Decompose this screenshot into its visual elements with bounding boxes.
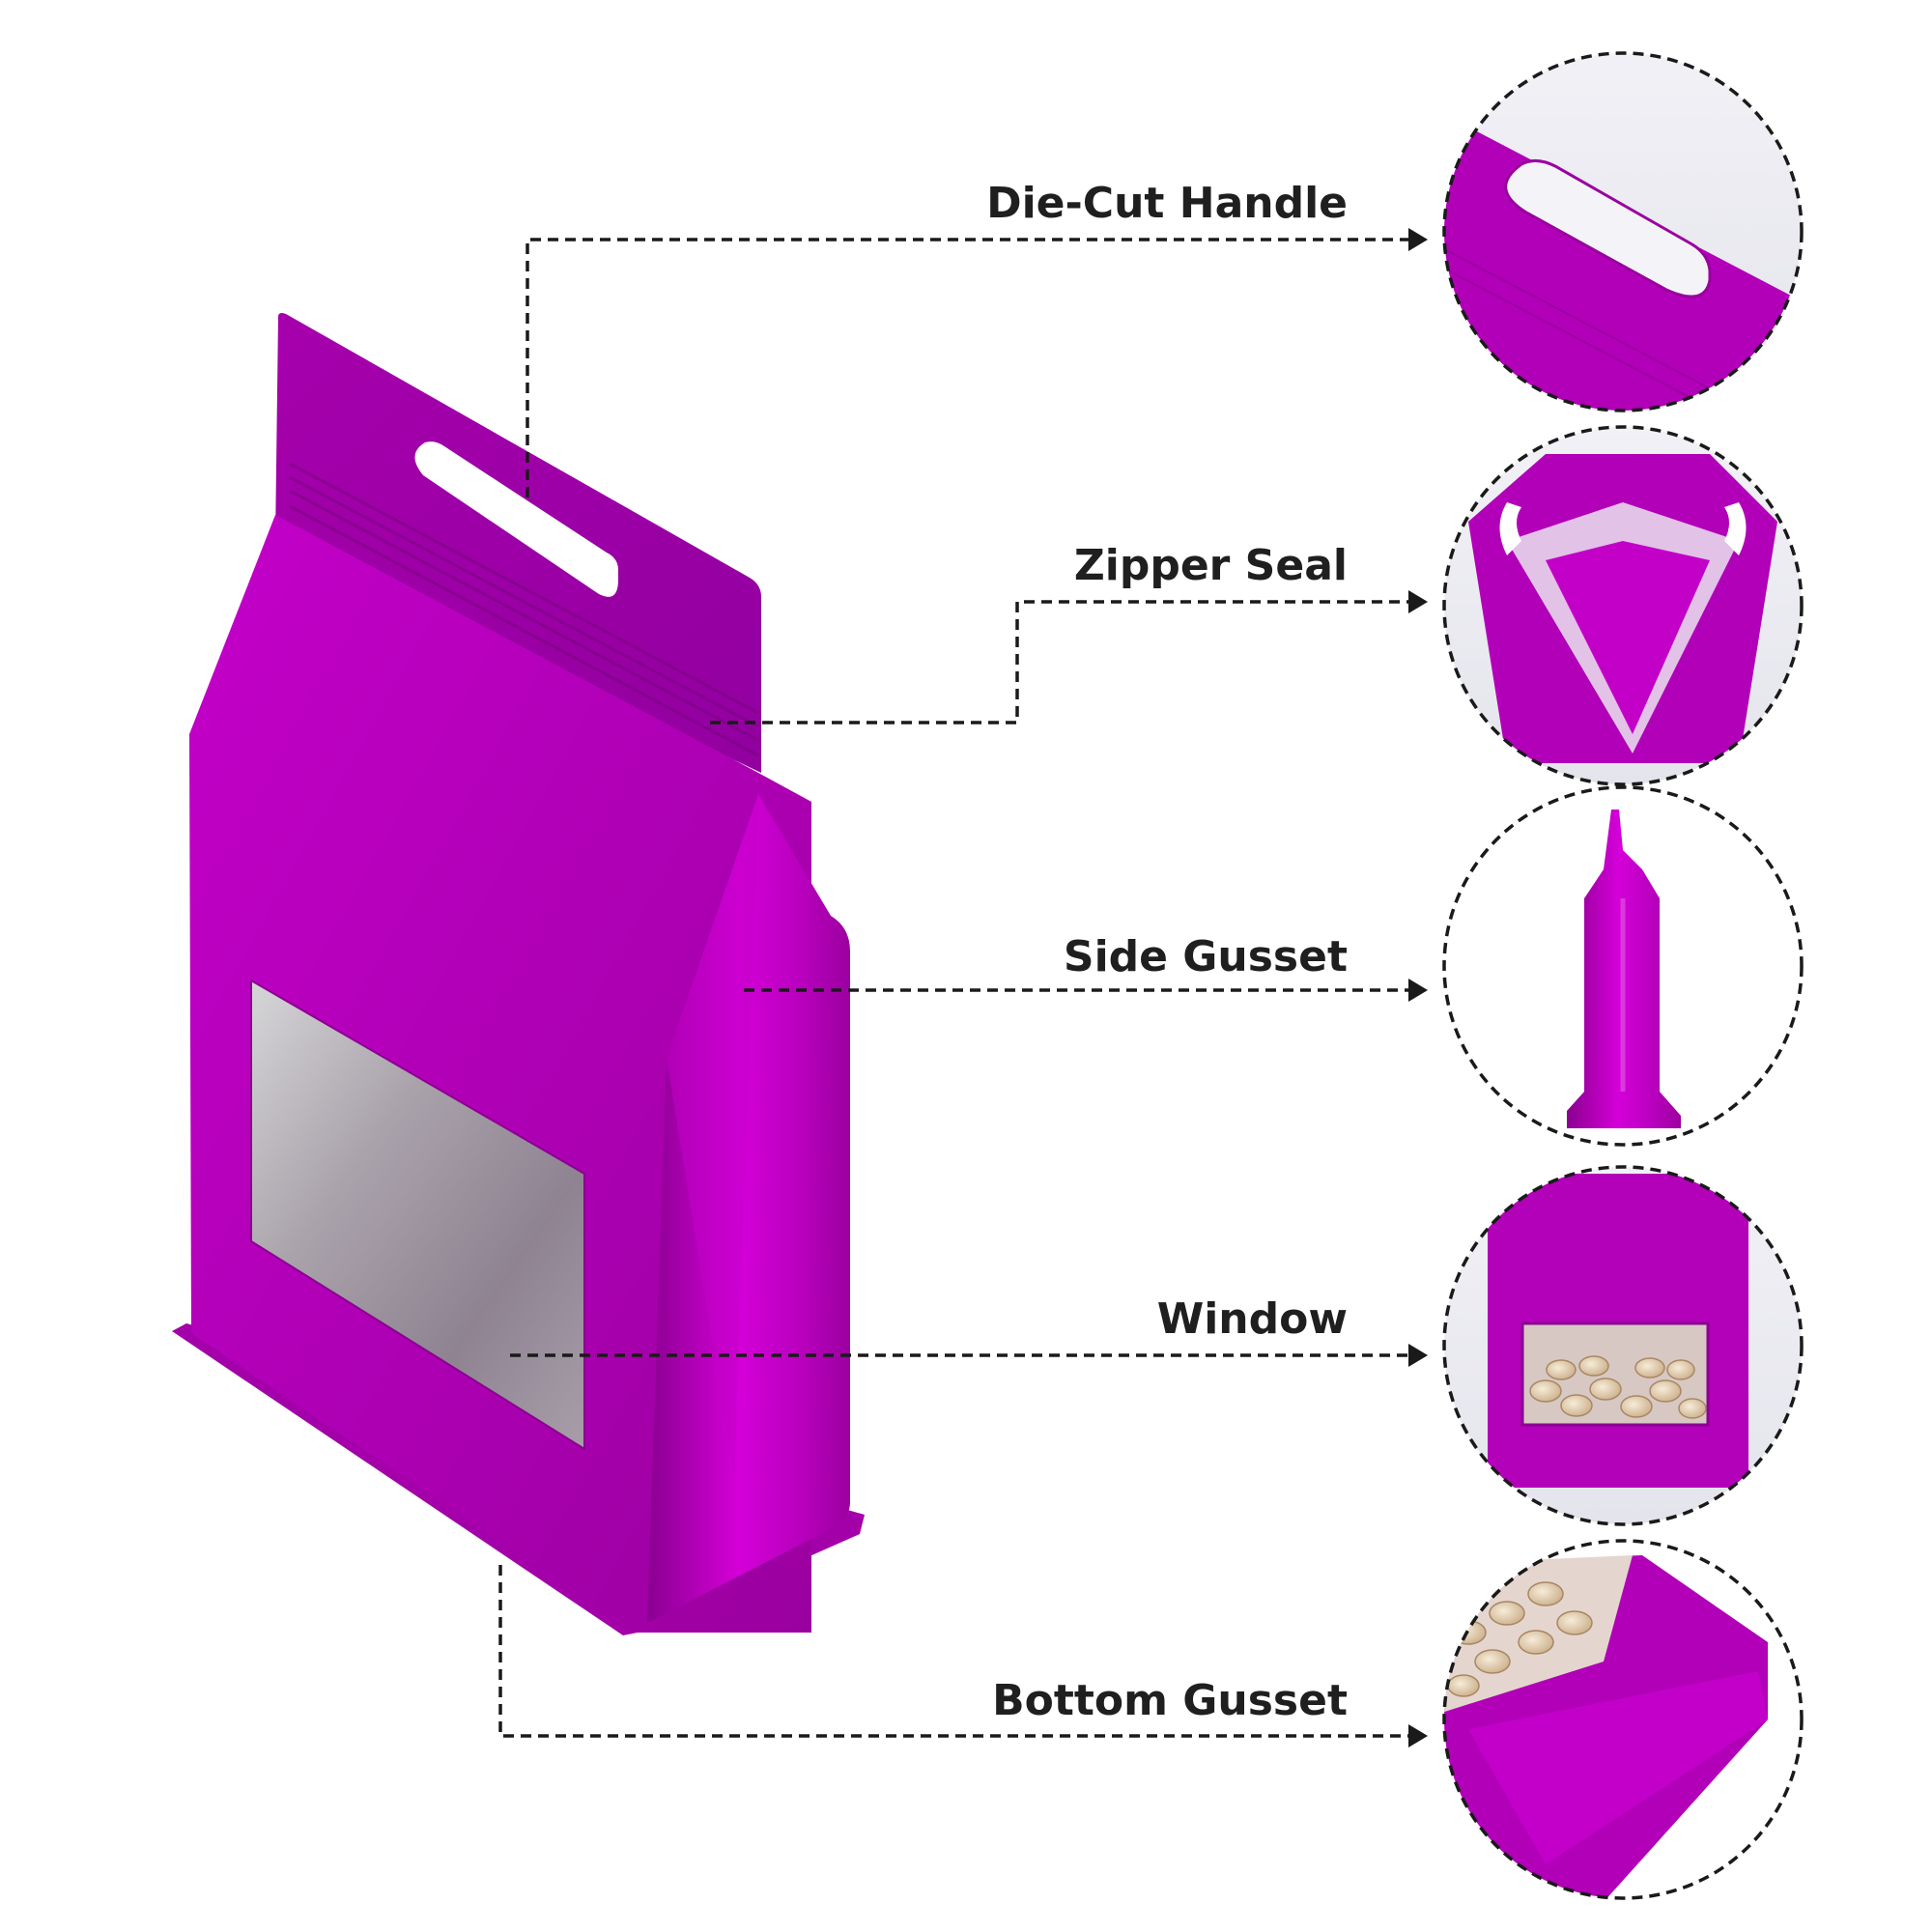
label-die-cut-handle: Die-Cut Handle	[986, 179, 1348, 228]
arrowhead-bottom-gusset	[1408, 1724, 1428, 1747]
label-zipper-seal: Zipper Seal	[1074, 541, 1348, 590]
arrowhead-side-gusset	[1408, 979, 1428, 1002]
bag-front-face	[189, 515, 811, 1633]
detail-bottom-gusset	[1442, 1539, 1804, 1900]
detail-die-cut-handle	[1442, 51, 1804, 412]
arrowhead-window	[1408, 1344, 1428, 1367]
leader-bottom-gusset	[498, 1565, 1410, 1738]
label-bottom-gusset: Bottom Gusset	[992, 1676, 1348, 1725]
arrowhead-zipper-seal	[1408, 590, 1428, 613]
arrowhead-die-cut-handle	[1408, 228, 1428, 251]
bag-zipper-ribs	[289, 462, 759, 757]
detail-side-gusset	[1442, 785, 1804, 1147]
bag-handle-hole	[414, 441, 618, 597]
bag-handle-panel	[275, 313, 761, 773]
bag-window	[250, 979, 585, 1451]
leader-lines	[498, 228, 1428, 1747]
feature-labels: Die-Cut Handle Zipper Seal Side Gusset W…	[986, 179, 1348, 1725]
detail-window	[1442, 1165, 1804, 1526]
main-bag-illustration	[172, 313, 865, 1635]
leader-zipper-seal	[710, 600, 1410, 724]
bag-side-crease	[667, 794, 758, 1478]
label-window: Window	[1157, 1294, 1348, 1344]
leader-die-cut-handle	[526, 238, 1410, 497]
detail-zipper-seal	[1442, 425, 1804, 786]
label-side-gusset: Side Gusset	[1064, 932, 1348, 981]
